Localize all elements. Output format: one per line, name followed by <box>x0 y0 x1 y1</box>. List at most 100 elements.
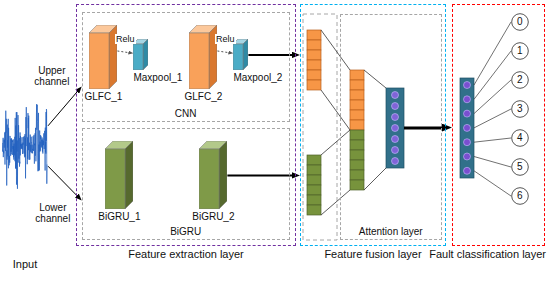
vector-dot <box>392 125 399 132</box>
class-label: 0 <box>511 13 529 31</box>
vector-dot <box>392 158 399 165</box>
class-label: 1 <box>511 42 529 60</box>
circle-outline <box>511 13 528 30</box>
class-label: 6 <box>511 187 529 205</box>
layer-label: Feature fusion layer <box>324 248 421 261</box>
waveform <box>2 90 48 202</box>
vector-dot <box>392 147 399 154</box>
vector-cell <box>350 120 364 130</box>
fusion-line <box>364 168 386 190</box>
vector-cell <box>307 50 321 60</box>
vector-dot <box>392 92 399 99</box>
vector-cell <box>350 140 364 150</box>
block-side <box>143 39 148 70</box>
feature-block: BiGRU_1 <box>105 141 133 209</box>
connector <box>48 166 79 198</box>
layer-label: CNN <box>175 108 197 120</box>
connector <box>217 51 231 53</box>
vector-dot <box>464 153 471 160</box>
vector-cell <box>307 175 321 185</box>
node-label: Input <box>13 258 37 271</box>
block-side <box>219 141 227 209</box>
layer-label: Fault classification layer <box>429 248 546 261</box>
block-front <box>105 149 125 209</box>
block-shape <box>89 25 117 89</box>
circle-outline <box>511 187 528 204</box>
vector-cell <box>350 80 364 90</box>
vector-dot <box>464 167 471 174</box>
class-node: 4 <box>511 129 529 147</box>
signal-trace <box>2 104 47 189</box>
fusion-line <box>364 70 386 88</box>
feature-block: GLFC_1 <box>89 25 117 89</box>
block-side <box>125 141 133 209</box>
node-label: GLFC_1 <box>84 91 122 103</box>
class-label: 4 <box>511 129 529 147</box>
connector <box>117 51 131 53</box>
vector-cell <box>350 130 364 140</box>
circle-outline <box>511 158 528 175</box>
vector-dot <box>464 124 471 131</box>
class-node: 1 <box>511 42 529 60</box>
block-shape <box>105 141 133 209</box>
vector-cell <box>307 70 321 80</box>
node-label: Maxpool_1 <box>133 72 182 84</box>
output-line <box>474 171 511 196</box>
vector-cell <box>350 100 364 110</box>
circle-outline <box>511 42 528 59</box>
class-node: 3 <box>511 100 529 118</box>
vector-dot <box>392 114 399 121</box>
output-line <box>474 157 511 168</box>
edge-label: Relu <box>215 34 236 44</box>
edge-label: Upper channel <box>31 65 73 88</box>
block-front <box>189 33 209 89</box>
vector-dot <box>464 82 471 89</box>
class-label: 2 <box>511 71 529 89</box>
vector-cell <box>307 205 321 215</box>
layer-box: 0123456Fault classification layer <box>452 4 545 246</box>
class-node: 5 <box>511 158 529 176</box>
input-signal: Input <box>2 90 48 202</box>
feature-block: Maxpool_1 <box>133 39 148 70</box>
output-line <box>474 51 511 99</box>
class-label: 3 <box>511 100 529 118</box>
block-side <box>243 39 248 70</box>
layer-box: BiGRU_1BiGRU_2BiGRU <box>82 128 290 240</box>
block-shape <box>189 25 217 89</box>
vector-cell <box>350 180 364 190</box>
layer-label: Feature extraction layer <box>128 248 244 261</box>
layer-box: GLFC_1Maxpool_1GLFC_2Maxpool_2CNNBiGRU_1… <box>76 4 296 246</box>
class-node: 6 <box>511 187 529 205</box>
arrow-shaft <box>404 127 443 130</box>
class-node: 0 <box>511 13 529 31</box>
edge-label: Relu <box>115 34 136 44</box>
vector-dot <box>464 110 471 117</box>
circle-outline <box>511 71 528 88</box>
vector-cell <box>307 185 321 195</box>
vector-cell <box>307 165 321 175</box>
block-front <box>233 44 243 70</box>
vector-cell <box>350 160 364 170</box>
vector-cell <box>307 40 321 50</box>
vector-cell <box>350 70 364 80</box>
vector-cell <box>350 170 364 180</box>
block-shape <box>233 39 248 70</box>
block-front <box>133 44 143 70</box>
output-vector <box>460 78 474 178</box>
fusion-line <box>321 190 350 215</box>
vector-cell <box>307 195 321 205</box>
output-line <box>474 138 511 142</box>
output-line <box>474 109 511 128</box>
vector-cell <box>307 60 321 70</box>
layer-label: Attention layer <box>359 226 423 238</box>
feature-block: Maxpool_2 <box>233 39 248 70</box>
node-label: BiGRU_1 <box>98 211 140 223</box>
feature-block: BiGRU_2 <box>199 141 227 209</box>
vector-dot <box>392 103 399 110</box>
feature-block: GLFC_2 <box>189 25 217 89</box>
node-label: BiGRU_2 <box>192 211 234 223</box>
node-label: Maxpool_2 <box>233 72 282 84</box>
layer-label: BiGRU <box>170 226 201 238</box>
vector-cell <box>307 30 321 40</box>
